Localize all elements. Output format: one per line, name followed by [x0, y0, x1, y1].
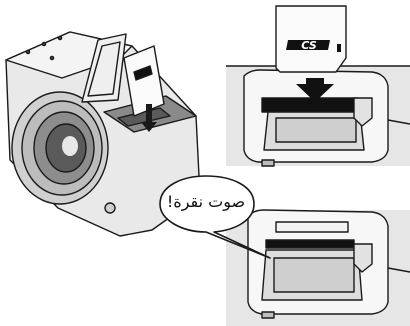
sd-card-logo: CS	[301, 39, 317, 52]
detail-bottom	[226, 210, 410, 326]
detail-top: CS	[226, 6, 410, 166]
sd-card-large: CS	[276, 6, 346, 72]
callout-text: صوت نقرة!	[160, 192, 252, 211]
camera-lens	[12, 92, 108, 204]
